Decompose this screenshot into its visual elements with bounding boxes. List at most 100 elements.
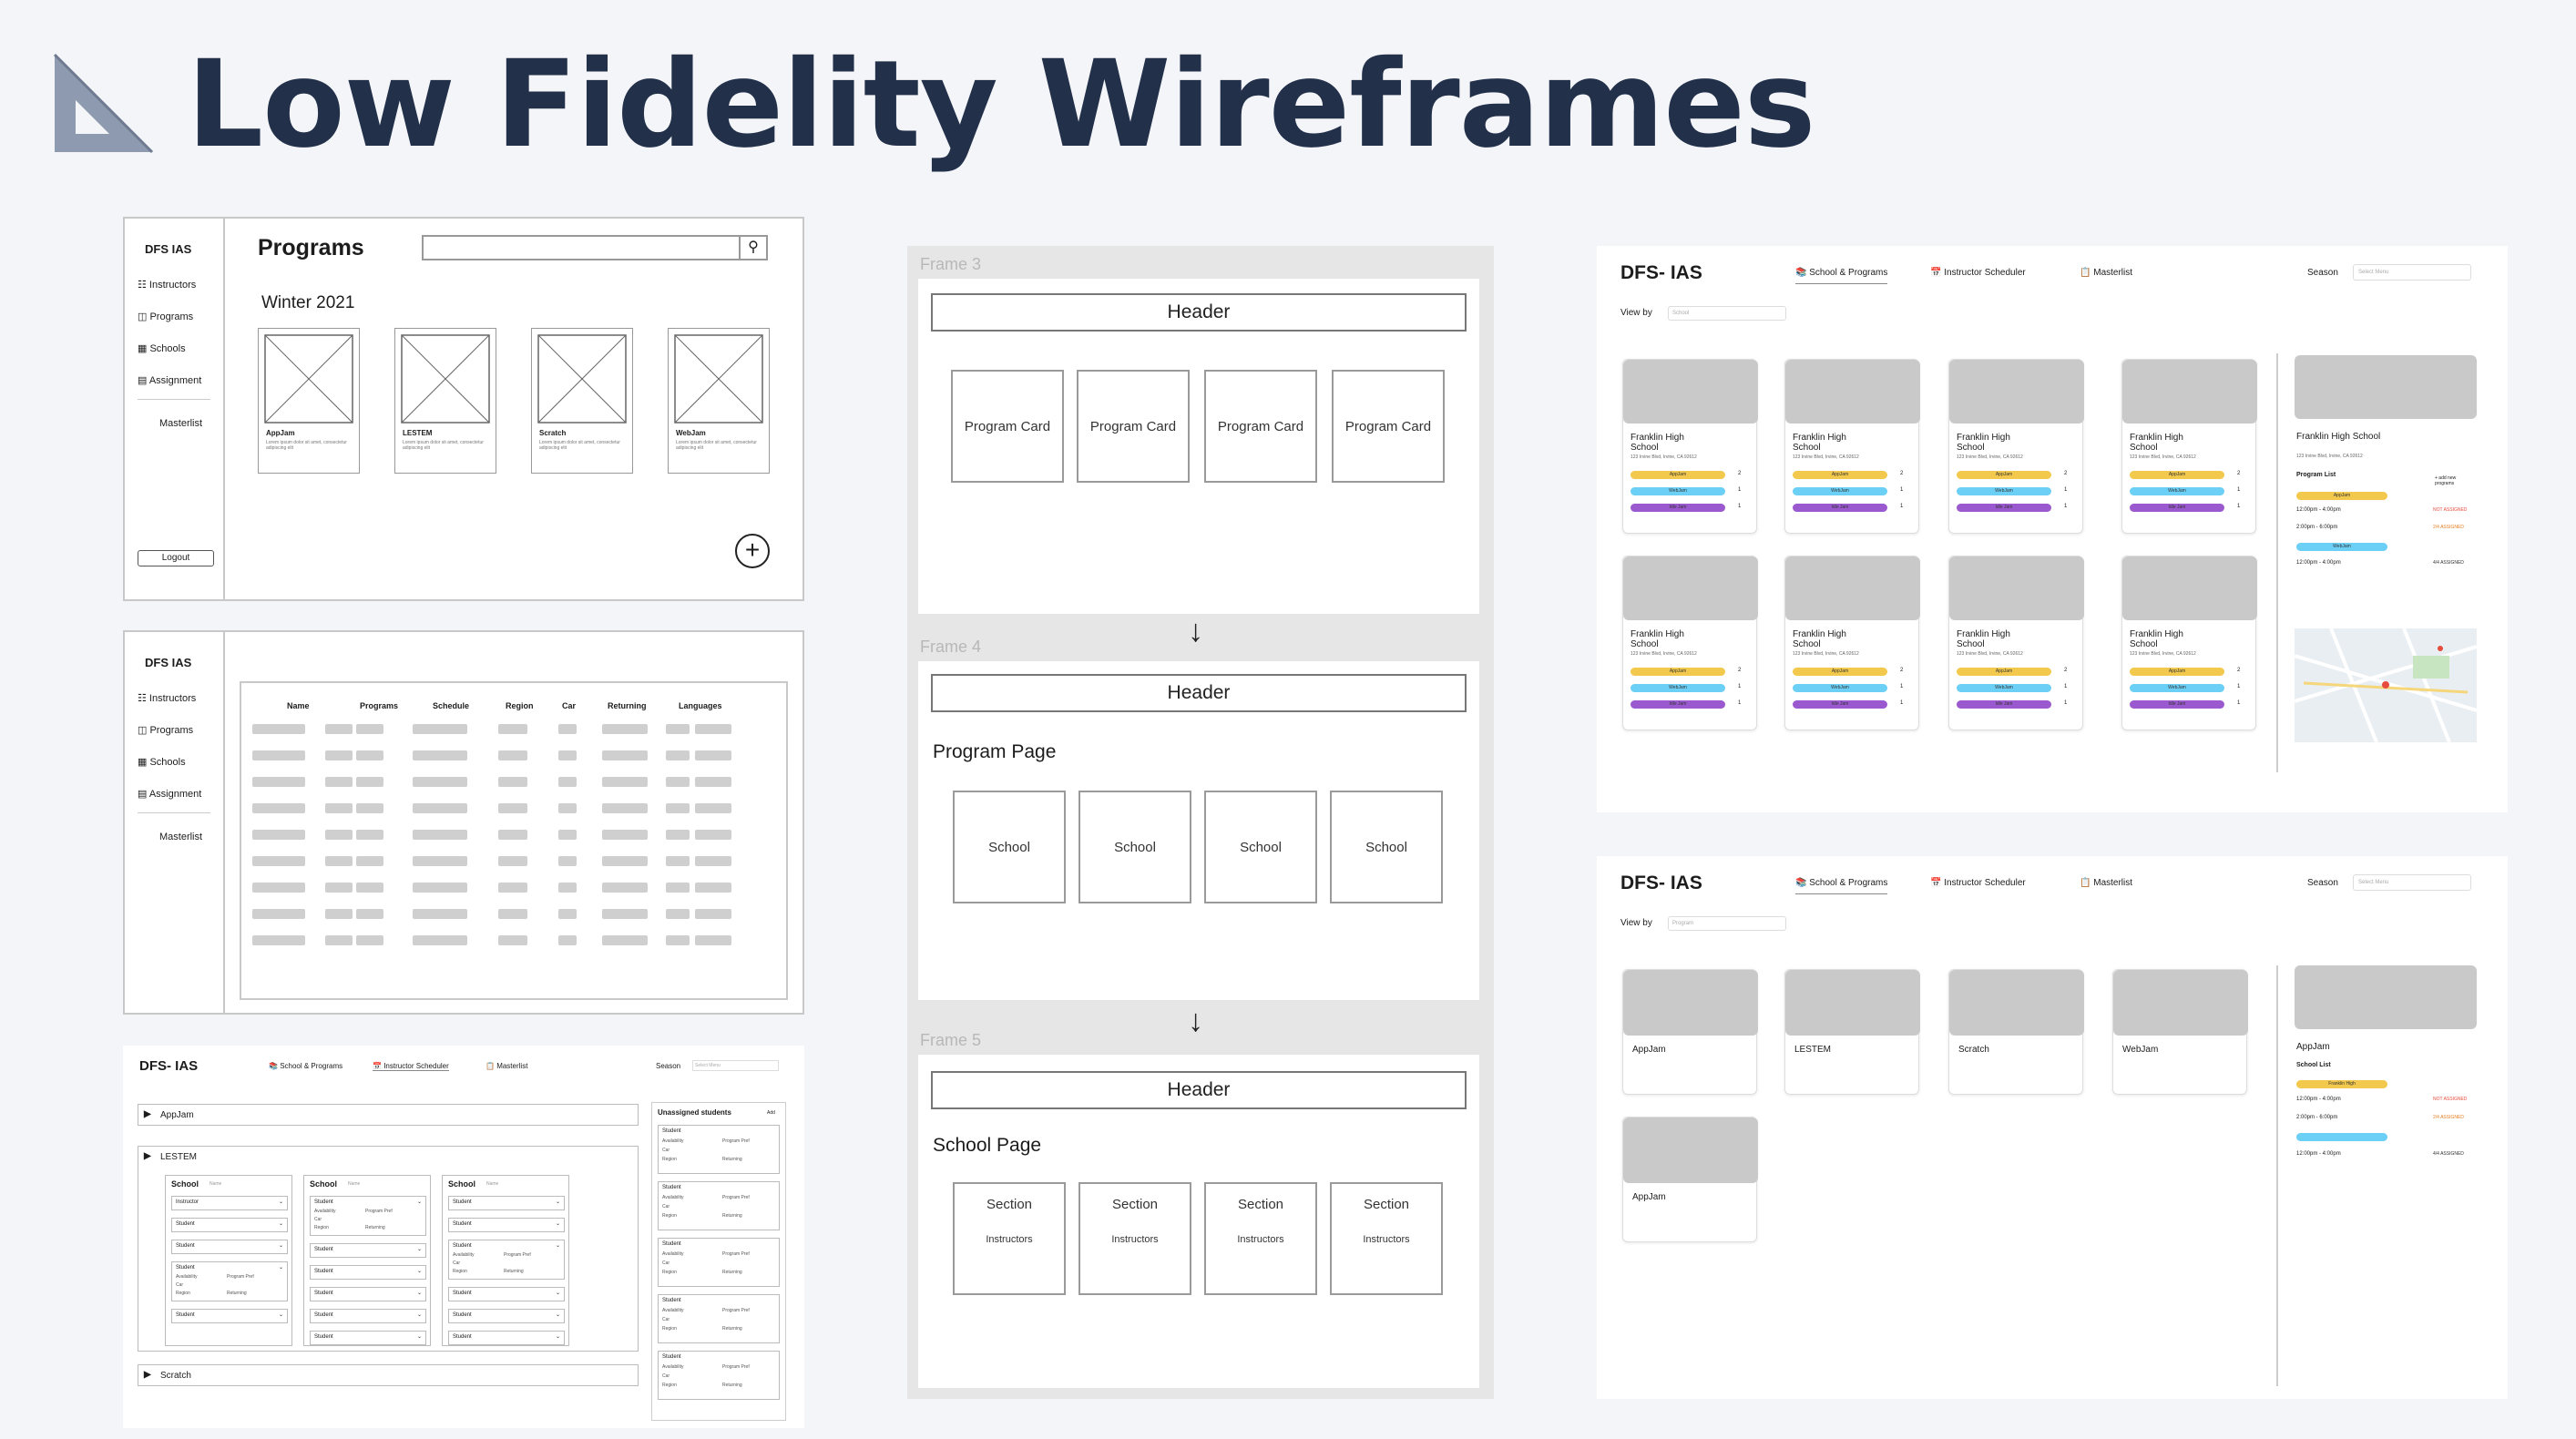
sidebar-item-schools[interactable]: ▦ Schools bbox=[138, 757, 186, 768]
table-row[interactable] bbox=[241, 802, 786, 815]
student-dropdown[interactable]: Student⌄ bbox=[171, 1240, 288, 1254]
chevron-right-icon[interactable]: ▶ bbox=[144, 1109, 151, 1119]
student-dropdown[interactable]: Student⌄ bbox=[171, 1309, 288, 1323]
column-header[interactable]: Schedule bbox=[433, 701, 470, 710]
tab-masterlist[interactable]: 📋 Masterlist bbox=[486, 1062, 528, 1070]
column-header[interactable]: Programs bbox=[360, 701, 399, 710]
student-dropdown[interactable]: Student⌄ bbox=[310, 1287, 426, 1301]
tab-masterlist[interactable]: 📋 Masterlist bbox=[2080, 268, 2133, 278]
program-accordion[interactable]: ▶LESTEM bbox=[138, 1146, 639, 1352]
table-row[interactable] bbox=[241, 934, 786, 947]
availability-text: Availability bbox=[662, 1195, 684, 1200]
student-dropdown[interactable]: Student⌄ bbox=[310, 1243, 426, 1258]
school-address: 123 Irvine Blvd, Irvine, CA 92612 bbox=[1793, 454, 1859, 460]
tab-instructor-scheduler[interactable]: 📅 Instructor Scheduler bbox=[373, 1062, 449, 1071]
viewby-select[interactable]: School bbox=[1668, 306, 1786, 321]
chevron-right-icon[interactable]: ▶ bbox=[144, 1370, 151, 1380]
table-row[interactable] bbox=[241, 855, 786, 868]
program-card[interactable]: Scratch bbox=[1948, 969, 2084, 1095]
search-input[interactable] bbox=[422, 235, 741, 260]
column-header[interactable]: Languages bbox=[679, 701, 722, 710]
sidebar-item-instructors[interactable]: ☷ Instructors bbox=[138, 280, 197, 291]
program-card[interactable]: AppJam bbox=[1622, 1117, 1758, 1242]
program-accordion[interactable]: ▶Scratch bbox=[138, 1364, 639, 1386]
tab-instructor-scheduler[interactable]: 📅 Instructor Scheduler bbox=[1930, 878, 2026, 888]
table-row[interactable] bbox=[241, 776, 786, 789]
student-dropdown[interactable]: Student⌄ bbox=[310, 1265, 426, 1280]
placeholder-bar bbox=[498, 856, 527, 866]
school-image bbox=[1623, 360, 1758, 424]
program-card[interactable]: WebJam bbox=[2112, 969, 2248, 1095]
student-dropdown[interactable]: Student⌄ bbox=[171, 1218, 288, 1232]
sidebar-item-assignment[interactable]: ▤ Assignment bbox=[138, 789, 202, 800]
program-count: 2 bbox=[2237, 471, 2241, 476]
season-select[interactable]: Select Menu bbox=[2353, 264, 2471, 281]
tab-instructor-scheduler[interactable]: 📅 Instructor Scheduler bbox=[1930, 268, 2026, 278]
instructor-dropdown[interactable]: Instructor⌄ bbox=[171, 1196, 288, 1210]
program-card[interactable]: AppJam bbox=[1622, 969, 1758, 1095]
student-dropdown[interactable]: Student⌄ bbox=[448, 1218, 565, 1232]
viewby-select[interactable]: Program bbox=[1668, 916, 1786, 931]
student-dropdown[interactable]: Student⌄ bbox=[448, 1196, 565, 1210]
tab-school-programs[interactable]: 📚 School & Programs bbox=[1795, 268, 1888, 284]
table-row[interactable] bbox=[241, 882, 786, 894]
add-program-link[interactable]: + add new programs bbox=[2435, 475, 2457, 486]
season-select[interactable]: Select Menu bbox=[2353, 874, 2471, 891]
student-dropdown[interactable]: Student⌄ bbox=[448, 1309, 565, 1323]
tab-masterlist[interactable]: 📋 Masterlist bbox=[2080, 878, 2133, 888]
column-header[interactable]: Name bbox=[287, 701, 310, 710]
logout-button[interactable]: Logout bbox=[138, 550, 214, 566]
table-row[interactable] bbox=[241, 723, 786, 736]
add-link[interactable]: Add bbox=[767, 1110, 775, 1116]
sidebar-item-programs[interactable]: ◫ Programs bbox=[138, 311, 194, 322]
season-select[interactable]: Select Menu bbox=[692, 1060, 779, 1071]
sidebar-item-instructors[interactable]: ☷ Instructors bbox=[138, 693, 197, 704]
column-header[interactable]: Region bbox=[506, 701, 534, 710]
search-icon[interactable]: ⚲ bbox=[741, 235, 768, 260]
sidebar-item-masterlist[interactable]: Masterlist bbox=[159, 418, 203, 429]
sidebar-item-assignment[interactable]: ▤ Assignment bbox=[138, 375, 202, 386]
column-header[interactable]: Car bbox=[562, 701, 577, 710]
student-dropdown[interactable]: Student⌄ bbox=[310, 1331, 426, 1345]
brand: DFS IAS bbox=[145, 242, 192, 256]
table-row[interactable] bbox=[241, 829, 786, 842]
table-row[interactable] bbox=[241, 908, 786, 921]
student-dropdown[interactable]: Student⌄ bbox=[310, 1309, 426, 1323]
sidebar-item-masterlist[interactable]: Masterlist bbox=[159, 832, 203, 842]
chevron-right-icon[interactable]: ▶ bbox=[144, 1151, 151, 1161]
column-header[interactable]: Returning bbox=[608, 701, 647, 710]
school-name: Franklin High School bbox=[1630, 629, 1684, 649]
placeholder-bar bbox=[558, 777, 577, 787]
student-dropdown[interactable]: Student⌄ bbox=[448, 1287, 565, 1301]
tab-school-programs[interactable]: 📚 School & Programs bbox=[269, 1062, 343, 1070]
add-program-button[interactable]: + bbox=[735, 534, 770, 568]
tab-school-programs[interactable]: 📚 School & Programs bbox=[1795, 878, 1888, 894]
program-accordion[interactable]: ▶AppJam bbox=[138, 1104, 639, 1126]
sidebar-item-schools[interactable]: ▦ Schools bbox=[138, 343, 186, 354]
table-row[interactable] bbox=[241, 750, 786, 762]
program-pill: Idle Jam bbox=[1957, 700, 2051, 709]
sidebar-item-programs[interactable]: ◫ Programs bbox=[138, 725, 194, 736]
student-dropdown[interactable]: Student⌄ bbox=[448, 1331, 565, 1345]
program-card[interactable]: LESTEM bbox=[1784, 969, 1920, 1095]
